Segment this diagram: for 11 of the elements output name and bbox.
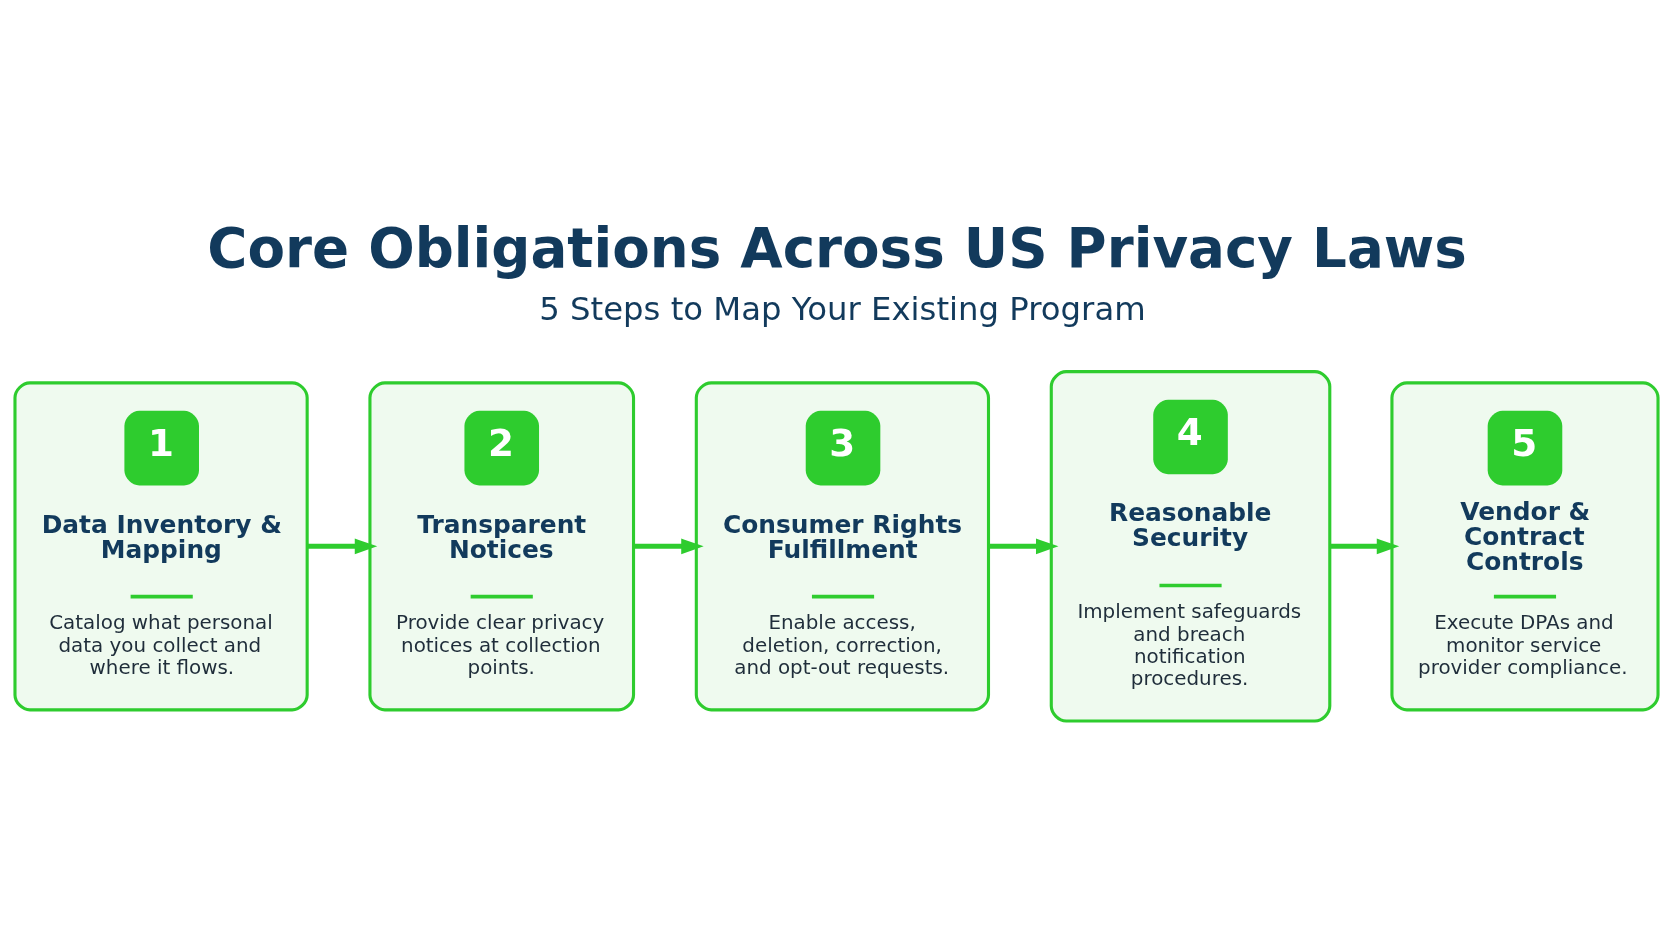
diagram-title: Core Obligations Across US Privacy Laws: [206, 216, 1467, 281]
node-box: 2 Transparent Notices Provide clear privacy notices at collection points.: [367, 381, 635, 712]
node-box: 1 Data Inventory & Mapping Catalog what personal data you collect and where it flows.: [12, 381, 309, 712]
label: 5 Steps to Map Your Existing Program: [538, 290, 1146, 329]
arrow: [1329, 538, 1399, 555]
arrow: [633, 538, 704, 555]
node-box: 3 Consumer Rights Fulfillment Enable access, deletion, correction, and opt-out requests.: [694, 381, 990, 712]
arrow: [306, 538, 377, 555]
node-box: 4 Reasonable Security Implement safeguards and breach notification procedures.: [1049, 370, 1331, 723]
arrow: [988, 538, 1058, 555]
node-box: 5 Vendor & Contract Controls Execute DPAs and monitor service provider compliance.: [1389, 381, 1660, 712]
